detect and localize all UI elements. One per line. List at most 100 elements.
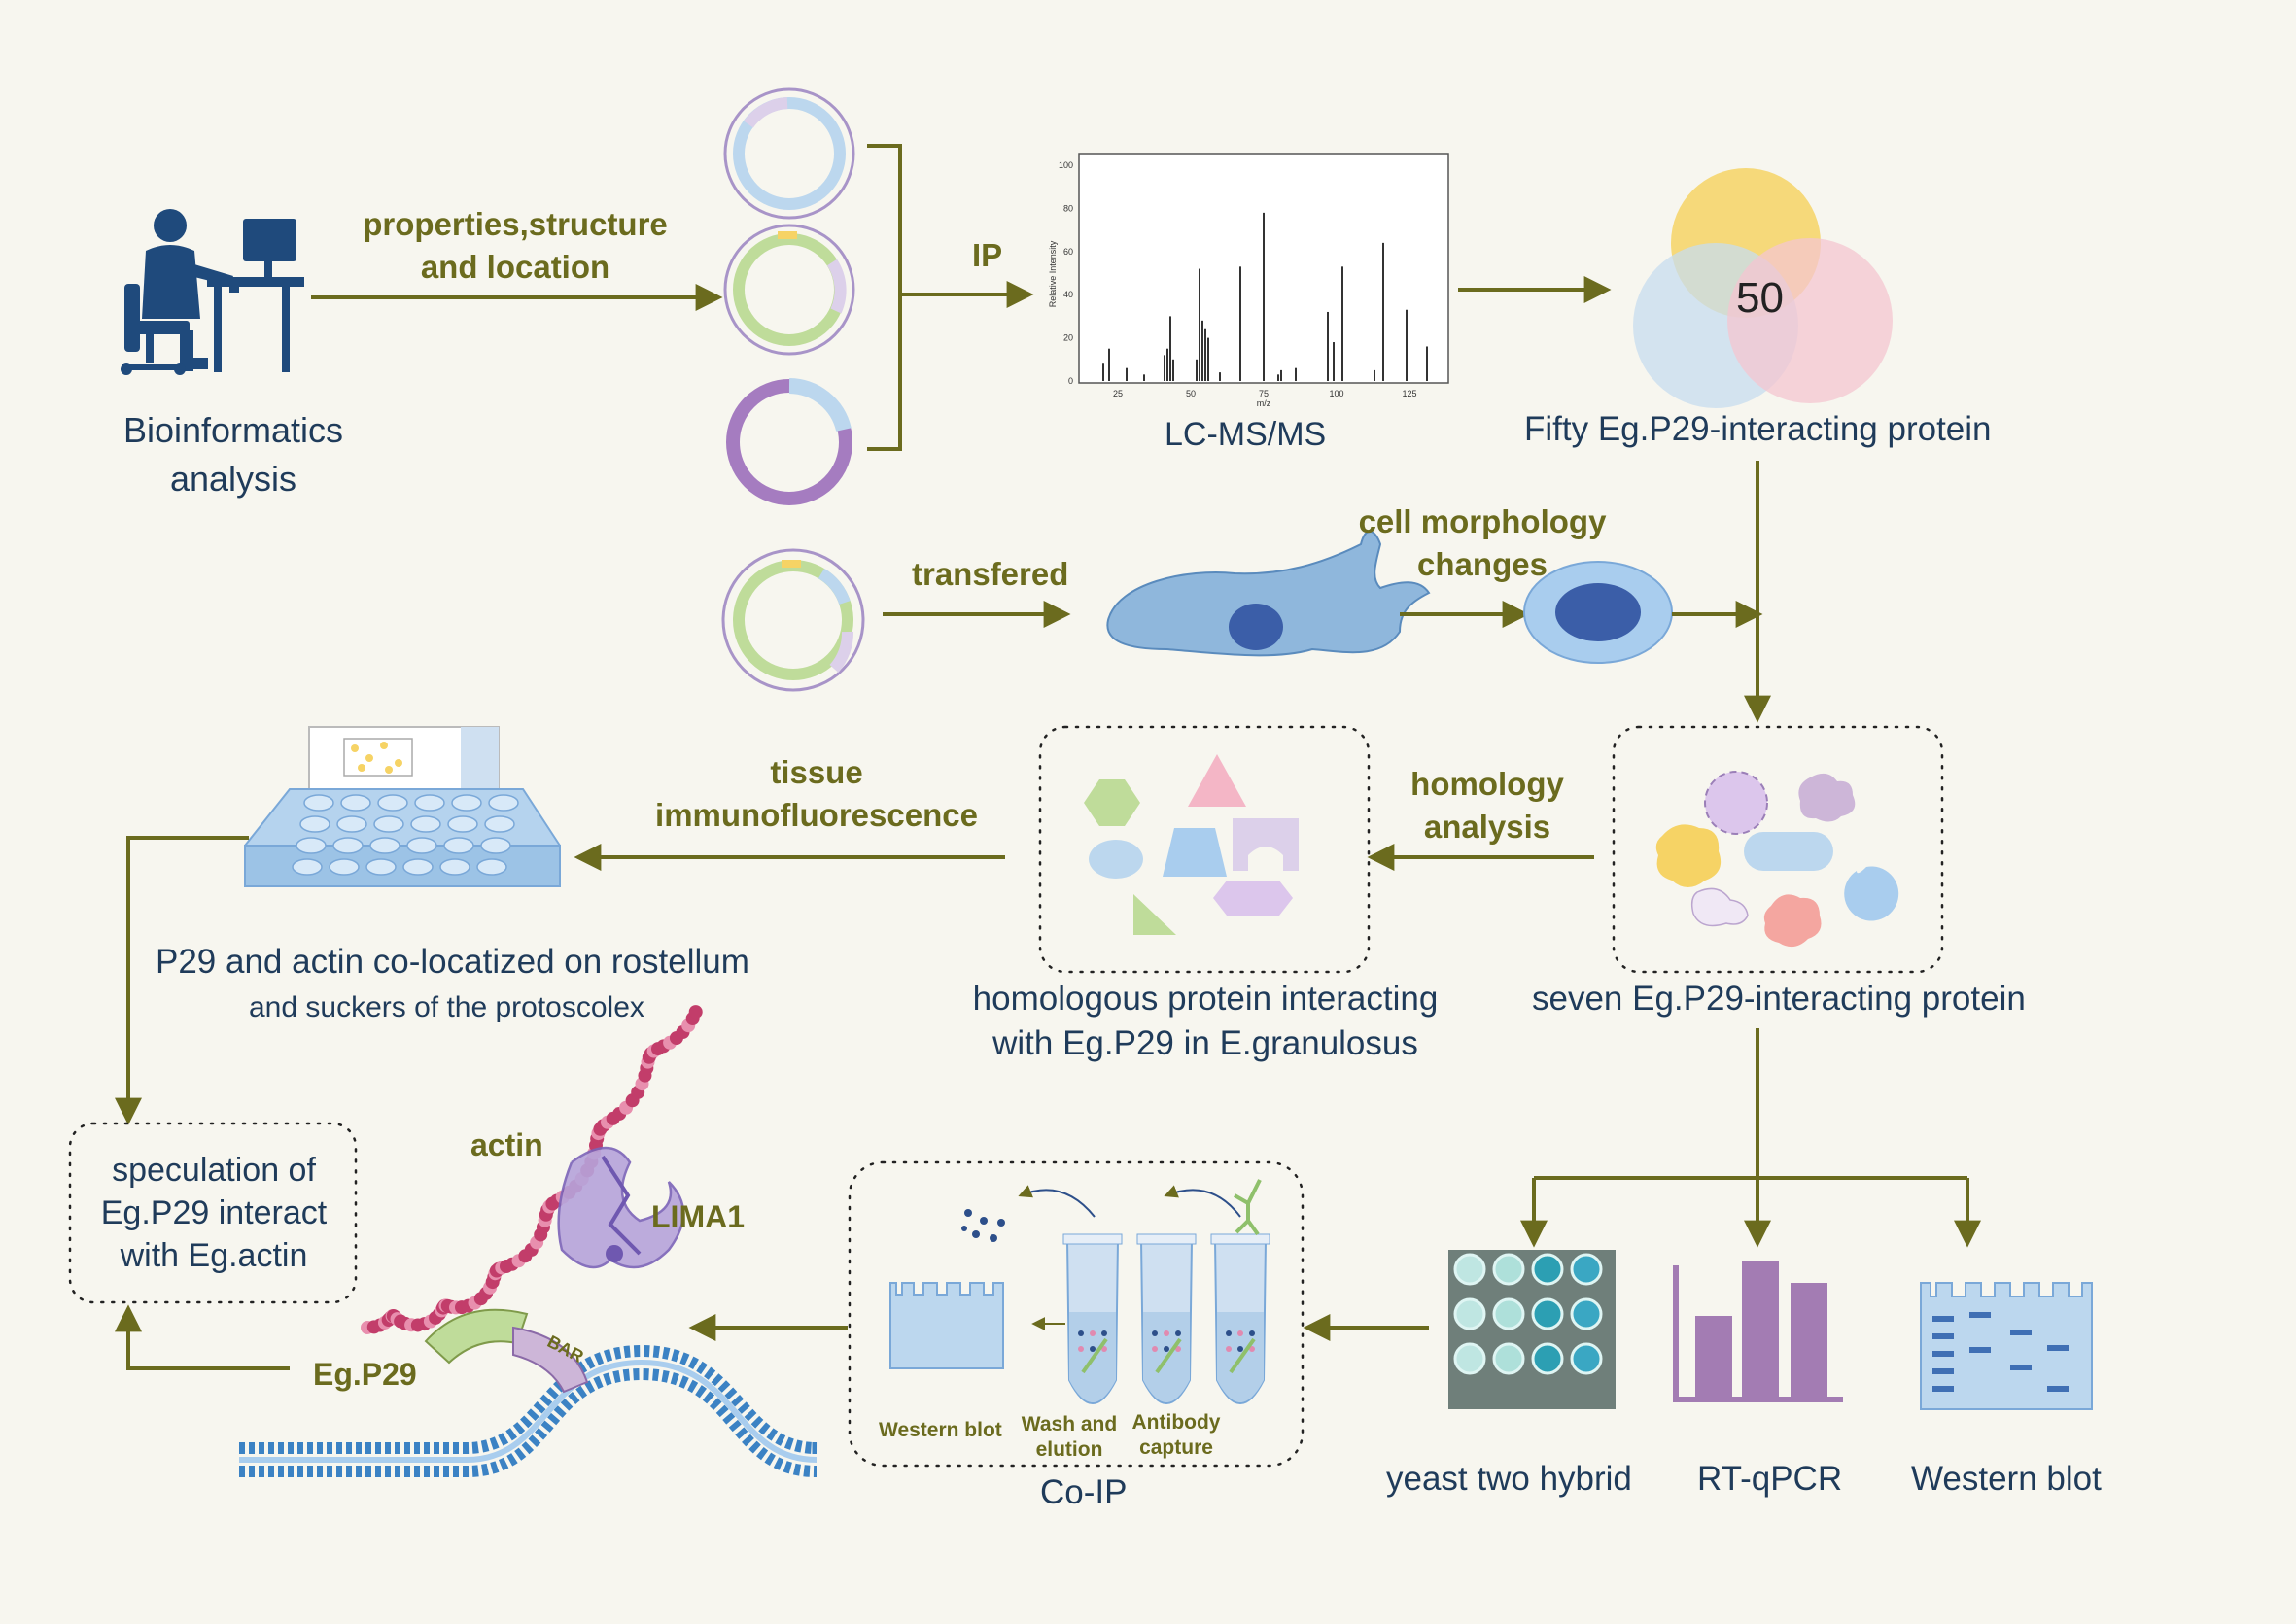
egp29-label: Eg.P29 [313, 1357, 417, 1392]
yeast-colony [1453, 1253, 1486, 1286]
homology-line2: analysis [1423, 809, 1551, 845]
plasmid-icon-2 [723, 224, 855, 356]
venn-diagram [1633, 168, 1893, 408]
cell-morphology-label: cell morphology changes [1341, 503, 1623, 583]
yeast-colony [1531, 1297, 1564, 1330]
plasmid-icon-3 [726, 378, 852, 505]
plate-well [377, 794, 408, 812]
seven-protein-box [1612, 725, 1944, 974]
spectrum-ylabel: Relative Intensity [1048, 240, 1058, 307]
antibody-capture-label: Antibody capture [1122, 1411, 1231, 1460]
speculation-line1: speculation of [112, 1152, 316, 1189]
rtqpcr-bar-icon [1673, 1261, 1843, 1402]
tube-antibody [1081, 1337, 1108, 1374]
plate-well [299, 815, 330, 833]
tube-particle [1101, 1346, 1107, 1352]
lcms-label: LC-MS/MS [1165, 416, 1327, 453]
western-blot-small-label: Western blot [879, 1419, 1002, 1441]
plate-well [296, 837, 327, 854]
transfered-label: transfered [912, 556, 1069, 592]
spectrum-xtick: 50 [1186, 389, 1196, 398]
speculation-label: speculation of Eg.P29 interact with Eg.a… [78, 1149, 350, 1277]
spectrum-xtick: 100 [1329, 389, 1343, 398]
properties-line2: and location [420, 249, 610, 285]
spectrum-xtick: 125 [1402, 389, 1416, 398]
yeast-colony [1453, 1342, 1486, 1375]
yeast-colony [1531, 1342, 1564, 1375]
actin-label: actin [470, 1127, 543, 1162]
plate-well [406, 837, 437, 854]
yeast-colony [1531, 1253, 1564, 1286]
tube-particle [1152, 1330, 1158, 1336]
spectrum-xtick: 75 [1259, 389, 1269, 398]
yeast-colony [1570, 1253, 1603, 1286]
computer-user-icon [121, 209, 304, 375]
tube-particle [1249, 1346, 1255, 1352]
coip-label: Co-IP [1040, 1473, 1128, 1511]
spectrum-ytick: 40 [1063, 290, 1073, 299]
yeast-plate-icon [1448, 1250, 1616, 1409]
plasmid-icon-4 [721, 548, 865, 692]
tissue-line1: tissue [770, 754, 863, 790]
bracket-ip [867, 144, 1034, 451]
plate-well [480, 837, 511, 854]
branch-lines [688, 1028, 1981, 1341]
spectrum-xtick: 25 [1113, 389, 1123, 398]
tube-antibody [1229, 1337, 1256, 1374]
wash-line1: Wash and [1021, 1413, 1118, 1435]
yeast-colony [1570, 1297, 1603, 1330]
p29-actin-line1: P29 and actin co-locatized on rostellum [156, 943, 749, 981]
plate-well [303, 794, 334, 812]
plate-well [488, 794, 519, 812]
cell-icon-round [1523, 561, 1673, 664]
plate-well [336, 815, 367, 833]
properties-line1: properties,structure [363, 206, 668, 242]
yeast-colony [1570, 1342, 1603, 1375]
tube-antibody [1155, 1337, 1182, 1374]
actin-bead [688, 1005, 703, 1019]
lima1-label: LIMA1 [651, 1199, 745, 1234]
plate-well [451, 794, 482, 812]
yeast-colony [1492, 1342, 1525, 1375]
tube-particle [1164, 1330, 1169, 1336]
tube-particle [1101, 1330, 1107, 1336]
homologous-line2: with Eg.P29 in E.granulosus [992, 1024, 1418, 1062]
tube-particle [1175, 1330, 1181, 1336]
wash-line2: elution [1035, 1438, 1103, 1461]
spectrum-xlabel: m/z [1257, 398, 1271, 408]
tube-particle [1152, 1346, 1158, 1352]
plate-well [332, 837, 364, 854]
properties-label: properties,structure and location [350, 206, 680, 286]
tube-particle [1237, 1330, 1243, 1336]
tube-particle [1249, 1330, 1255, 1336]
plate-well [369, 837, 400, 854]
plate-well [414, 794, 445, 812]
tube-particle [1226, 1330, 1232, 1336]
p29-actin-line2: and suckers of the protoscolex [249, 991, 644, 1023]
spectrum-ytick: 100 [1059, 160, 1073, 170]
plate-well [476, 858, 507, 876]
speculation-line3: with Eg.actin [120, 1237, 308, 1274]
homologous-line1: homologous protein interacting [972, 980, 1439, 1018]
homology-label: homology analysis [1380, 766, 1594, 846]
coip-box [848, 1160, 1305, 1468]
tube-particle [1175, 1346, 1181, 1352]
homologous-box [1038, 725, 1371, 974]
tube-particle [1090, 1346, 1096, 1352]
plasmid-icon-1 [723, 87, 855, 220]
coip-illustration [889, 1179, 1270, 1404]
tube-particle [1226, 1346, 1232, 1352]
spectrum-ytick: 60 [1063, 247, 1073, 257]
tube-particle [1237, 1346, 1243, 1352]
speculation-box [68, 1122, 358, 1304]
protein-shapes-seven [1655, 771, 1899, 948]
wash-elution-label: Wash and elution [1015, 1413, 1124, 1462]
yeast-colony [1453, 1297, 1486, 1330]
cell-morph-line1: cell morphology [1358, 503, 1607, 539]
tissue-line2: immunofluorescence [655, 797, 978, 833]
plate-well [373, 815, 404, 833]
western-gel-icon [1920, 1282, 2093, 1410]
yeast-colony [1492, 1253, 1525, 1286]
